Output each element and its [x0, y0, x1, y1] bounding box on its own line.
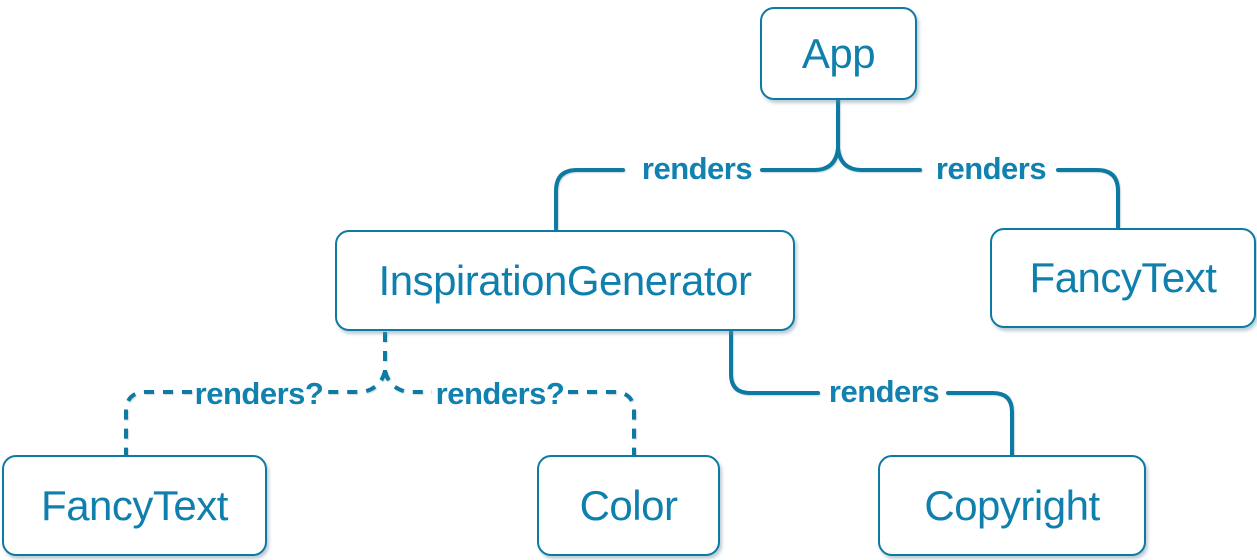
edge-inspirationgenerator-fancytext-drop	[124, 390, 192, 455]
node-copyright-label: Copyright	[924, 481, 1100, 529]
edge-inspirationgenerator-color-drop	[568, 390, 636, 455]
node-fancy-text-top-label: FancyText	[1029, 254, 1217, 301]
edge-label-renders-inspirationgenerator-color: renders?	[435, 376, 565, 411]
edge-inspirationgenerator-fancytext-fork	[328, 370, 387, 394]
edge-label-renders-inspirationgenerator-copyright: renders	[828, 374, 940, 409]
edge-app-fancytext-drop	[1056, 168, 1120, 231]
node-fancy-text-bottom-label: FancyText	[41, 481, 228, 529]
node-inspiration-generator-label: InspirationGenerator	[378, 256, 752, 304]
node-color-label: Color	[579, 481, 678, 529]
edge-label-renders-inspirationgenerator-fancytext: renders?	[194, 376, 324, 411]
edge-app-inspirationgenerator-drop	[554, 168, 625, 231]
edge-app-fork-right	[836, 146, 922, 172]
node-app: App	[760, 7, 917, 100]
node-inspiration-generator: InspirationGenerator	[335, 230, 795, 331]
edge-inspirationgenerator-copyright-drop	[946, 391, 1014, 458]
edge-inspirationgenerator-copyright-stem	[729, 330, 820, 395]
node-app-label: App	[801, 29, 876, 77]
edge-app-fork-left	[760, 146, 840, 172]
node-copyright: Copyright	[878, 455, 1146, 556]
edge-label-renders-app-fancytext: renders	[935, 151, 1047, 186]
edge-inspirationgenerator-color-fork	[383, 370, 432, 394]
node-color: Color	[537, 455, 720, 556]
node-fancy-text-top: FancyText	[990, 228, 1256, 328]
node-fancy-text-bottom: FancyText	[2, 455, 267, 556]
edge-label-renders-app-inspirationgenerator: renders	[641, 151, 753, 186]
